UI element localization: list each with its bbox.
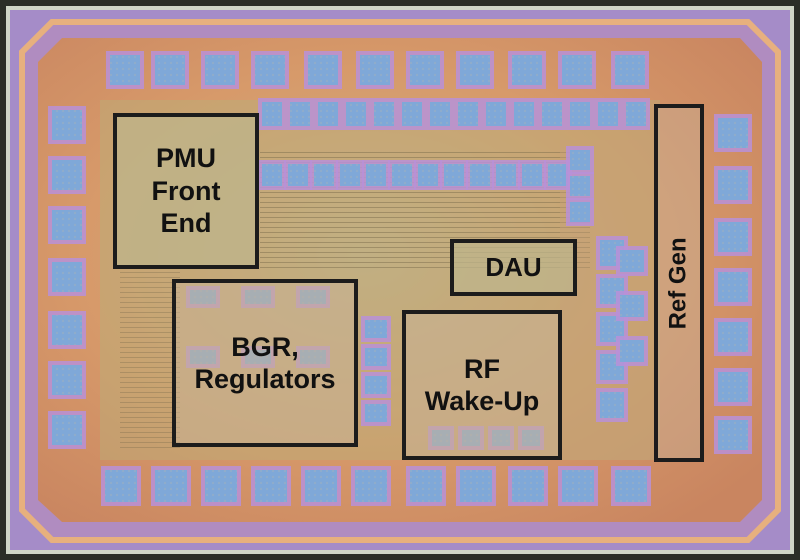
bond-pad-texture xyxy=(718,222,748,252)
bond-pad-texture xyxy=(460,55,490,85)
bond-pad-texture xyxy=(305,470,337,502)
bond-pad-texture xyxy=(255,55,285,85)
bond-pad-texture xyxy=(155,470,187,502)
ref-gen-block: Ref Gen xyxy=(654,104,704,462)
bond-pad-texture xyxy=(205,55,235,85)
cell-texture xyxy=(570,150,590,170)
bond-pad-texture xyxy=(718,322,748,352)
cell-texture xyxy=(522,164,542,186)
cell-texture xyxy=(346,102,366,126)
bond-pad-texture xyxy=(718,272,748,302)
bond-pad-texture xyxy=(52,365,82,395)
dau-label: DAU xyxy=(485,251,542,282)
cell-texture xyxy=(418,164,438,186)
cell-texture xyxy=(340,164,360,186)
cell-texture xyxy=(402,102,422,126)
bond-pad-texture xyxy=(52,415,82,445)
bgr-regulators-block: BGR, Regulators xyxy=(172,279,358,447)
rf-wake-up-label: RF Wake-Up xyxy=(424,353,540,416)
cell-texture xyxy=(365,376,387,394)
cell-texture xyxy=(626,102,646,126)
bond-pad-texture xyxy=(410,470,442,502)
bond-pad-texture xyxy=(52,110,82,140)
cell-texture xyxy=(290,102,310,126)
cell-texture xyxy=(620,250,644,272)
cell-texture xyxy=(365,348,387,366)
bond-pad-texture xyxy=(718,170,748,200)
pmu-front-end-block: PMU Front End xyxy=(113,113,259,269)
bgr-regulators-label: BGR, Regulators xyxy=(194,331,336,394)
circuit-zone xyxy=(120,270,180,450)
bond-pad-texture xyxy=(355,470,387,502)
bond-pad-texture xyxy=(615,470,647,502)
cell-texture xyxy=(458,102,478,126)
cell-texture xyxy=(570,102,590,126)
cell-texture xyxy=(314,164,334,186)
bond-pad-texture xyxy=(155,55,185,85)
bond-pad-texture xyxy=(410,55,440,85)
cell-texture xyxy=(288,164,308,186)
bond-pad-texture xyxy=(52,262,82,292)
cell-texture xyxy=(365,404,387,422)
bond-pad-texture xyxy=(205,470,237,502)
bond-pad-texture xyxy=(52,210,82,240)
bond-pad-texture xyxy=(110,55,140,85)
cell-texture xyxy=(430,102,450,126)
cell-texture xyxy=(392,164,412,186)
rf-wake-up-block: RF Wake-Up xyxy=(402,310,562,460)
pmu-front-end-label: PMU Front End xyxy=(151,143,221,239)
bond-pad-texture xyxy=(52,160,82,190)
bond-pad-texture xyxy=(718,372,748,402)
bond-pad-texture xyxy=(52,315,82,345)
cell-texture xyxy=(570,176,590,196)
bond-pad-texture xyxy=(512,470,544,502)
bond-pad-texture xyxy=(308,55,338,85)
bond-pad-texture xyxy=(255,470,287,502)
bond-pad-texture xyxy=(512,55,542,85)
cell-texture xyxy=(600,392,624,418)
bond-pad-texture xyxy=(615,55,645,85)
cell-texture xyxy=(598,102,618,126)
bond-pad-texture xyxy=(460,470,492,502)
cell-texture xyxy=(262,164,282,186)
cell-texture xyxy=(444,164,464,186)
cell-texture xyxy=(365,320,387,338)
cell-texture xyxy=(570,202,590,222)
cell-texture xyxy=(470,164,490,186)
cell-texture xyxy=(486,102,506,126)
bond-pad-texture xyxy=(562,55,592,85)
cell-texture xyxy=(366,164,386,186)
cell-texture xyxy=(496,164,516,186)
cell-texture xyxy=(318,102,338,126)
cell-texture xyxy=(514,102,534,126)
pad-ring xyxy=(48,51,752,506)
bond-pad-texture xyxy=(105,470,137,502)
dau-block: DAU xyxy=(450,239,577,296)
bond-pad-texture xyxy=(718,420,748,450)
cell-texture xyxy=(542,102,562,126)
cell-texture xyxy=(620,340,644,362)
bond-pad-texture xyxy=(562,470,594,502)
cell-texture xyxy=(374,102,394,126)
bond-pad-texture xyxy=(718,118,748,148)
cell-texture xyxy=(620,295,644,317)
cell-texture xyxy=(548,164,568,186)
bond-pad-texture xyxy=(360,55,390,85)
cell-texture xyxy=(262,102,282,126)
ref-gen-label: Ref Gen xyxy=(664,236,692,329)
